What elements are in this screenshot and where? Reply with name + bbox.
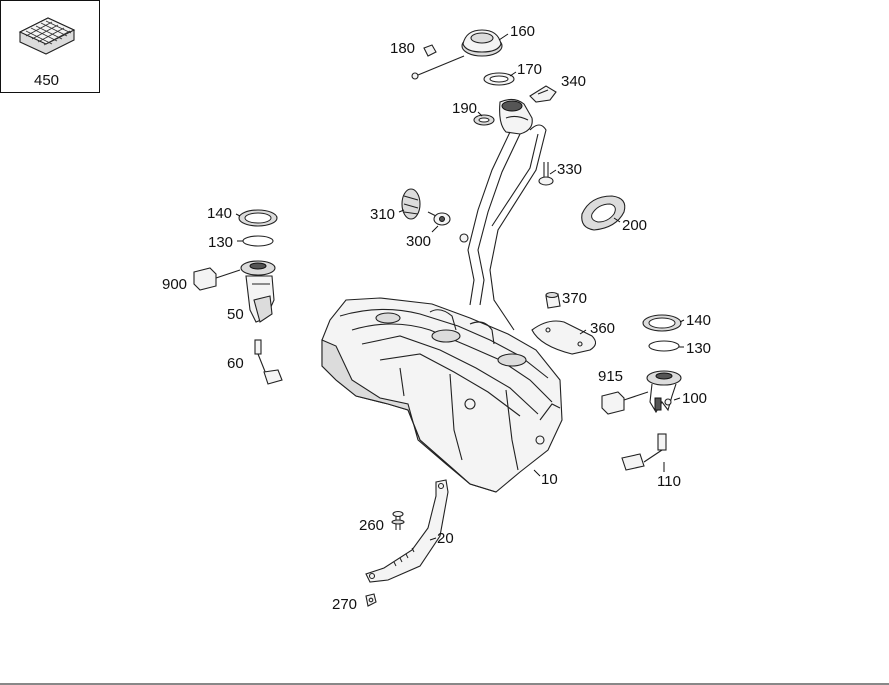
- label-340: 340: [561, 73, 586, 90]
- part-260-bolt: [391, 510, 405, 530]
- label-170: 170: [517, 61, 542, 78]
- part-50-fuel-pump: [240, 260, 276, 323]
- part-140-right-ring: [642, 314, 682, 332]
- part-300-grommet: [427, 211, 451, 226]
- part-310-valve: [401, 188, 421, 220]
- label-270: 270: [332, 596, 357, 613]
- part-100-pump-unit: [646, 370, 682, 414]
- part-340-clip: [529, 85, 557, 103]
- part-190-ring: [473, 114, 495, 126]
- part-370-cap: [545, 291, 561, 309]
- label-200: 200: [622, 217, 647, 234]
- label-60: 60: [227, 355, 244, 372]
- part-140-left-ring: [238, 209, 278, 227]
- label-180: 180: [390, 40, 415, 57]
- part-160-fuel-cap: [461, 29, 503, 57]
- label-915: 915: [598, 368, 623, 385]
- filler-pipe: [467, 124, 547, 331]
- part-130-left-seal: [242, 235, 274, 247]
- part-10-fuel-tank: [321, 297, 563, 493]
- label-300: 300: [406, 233, 431, 250]
- label-100: 100: [682, 390, 707, 407]
- label-190: 190: [452, 100, 477, 117]
- part-60-level-sensor: [254, 339, 283, 385]
- part-180-tether: [411, 44, 465, 80]
- label-140-left: 140: [207, 205, 232, 222]
- inset-box-450: 450: [0, 0, 100, 93]
- label-130-right: 130: [686, 340, 711, 357]
- part-170-gasket: [483, 72, 515, 86]
- label-450: 450: [34, 72, 59, 89]
- label-20: 20: [437, 530, 454, 547]
- part-450-pad: [18, 17, 76, 55]
- filler-neck-head: [499, 98, 533, 135]
- part-110-level-sensor: [621, 433, 667, 471]
- label-330: 330: [557, 161, 582, 178]
- part-20-tank-strap: [365, 479, 449, 583]
- label-360: 360: [590, 320, 615, 337]
- label-260: 260: [359, 517, 384, 534]
- label-10: 10: [541, 471, 558, 488]
- label-370: 370: [562, 290, 587, 307]
- label-160: 160: [510, 23, 535, 40]
- part-900-connector: [193, 267, 241, 291]
- part-330-bolt: [538, 162, 554, 186]
- part-200-fuel-door: [581, 195, 626, 231]
- part-270-nut: [365, 593, 377, 607]
- label-310: 310: [370, 206, 395, 223]
- label-110: 110: [657, 473, 681, 490]
- part-360-pad: [531, 320, 597, 355]
- part-915-connector: [601, 391, 649, 415]
- label-900: 900: [162, 276, 187, 293]
- part-130-right-seal: [648, 340, 680, 352]
- label-130-left: 130: [208, 234, 233, 251]
- label-50: 50: [227, 306, 244, 323]
- label-140-right: 140: [686, 312, 711, 329]
